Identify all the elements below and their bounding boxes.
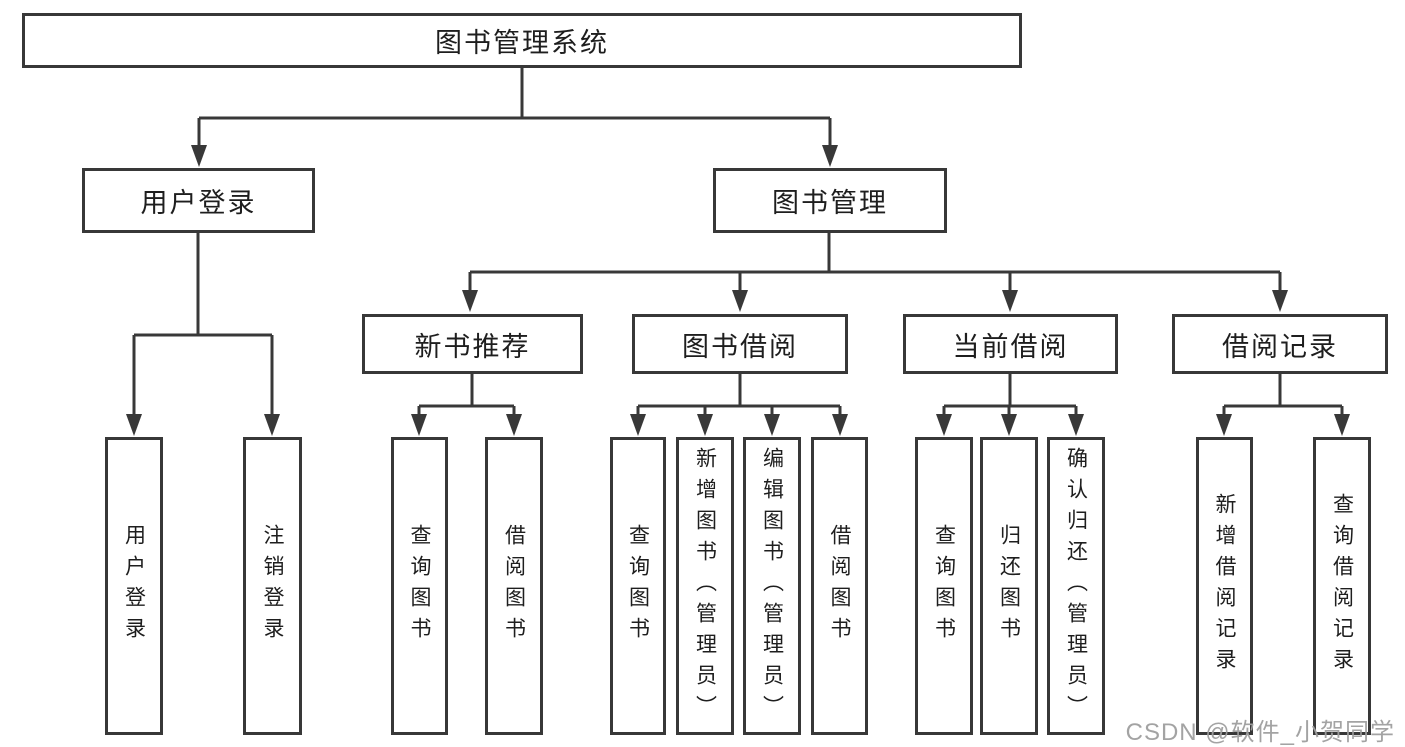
arrowhead-icons (126, 145, 1350, 436)
node-label: 新书推荐 (414, 331, 531, 362)
leaf-add-borrow-record: 新增借阅记录 (1196, 437, 1253, 735)
node-label: 注销登录 (261, 524, 284, 648)
node-label: 借阅记录 (1222, 331, 1338, 362)
node-label: 查询借阅记录 (1330, 493, 1354, 679)
node-label: 查询图书 (408, 524, 431, 648)
leaf-borrow-books-2: 借阅图书 (811, 437, 868, 735)
csdn-watermark: CSDN @软件_小贺同学 (1125, 719, 1395, 746)
node-borrow-records: 借阅记录 (1172, 314, 1388, 374)
leaf-query-borrow-record: 查询借阅记录 (1313, 437, 1371, 735)
node-label: 确认归还（管理员） (1064, 446, 1088, 726)
node-label: 新增图书（管理员） (693, 446, 717, 726)
leaf-query-books-3: 查询图书 (915, 437, 973, 735)
leaf-return-books: 归还图书 (980, 437, 1038, 735)
node-label: 图书管理 (772, 188, 888, 218)
node-label: 图书借阅 (682, 331, 798, 362)
node-current-borrow: 当前借阅 (903, 314, 1118, 374)
leaf-query-books-2: 查询图书 (610, 437, 666, 735)
node-label: 借阅图书 (828, 524, 851, 648)
node-label: 用户登录 (122, 524, 146, 648)
node-new-book-recommend: 新书推荐 (362, 314, 583, 374)
node-label: 图书管理系统 (435, 28, 609, 58)
node-label: 编辑图书（管理员） (760, 446, 784, 726)
node-book-management: 图书管理 (713, 168, 947, 233)
leaf-add-books-admin: 新增图书（管理员） (676, 437, 734, 735)
node-label: 当前借阅 (952, 331, 1069, 362)
node-library-system: 图书管理系统 (22, 13, 1022, 68)
leaf-logout: 注销登录 (243, 437, 302, 735)
leaf-query-books-1: 查询图书 (391, 437, 448, 735)
leaf-user-login: 用户登录 (105, 437, 163, 735)
leaf-confirm-return-admin: 确认归还（管理员） (1047, 437, 1105, 735)
node-label: 归还图书 (997, 524, 1021, 648)
node-label: 借阅图书 (502, 524, 526, 648)
connector-paths (132, 68, 1344, 420)
node-book-borrow: 图书借阅 (632, 314, 848, 374)
node-user-login: 用户登录 (82, 168, 315, 233)
node-label: 查询图书 (932, 524, 956, 648)
node-label: 查询图书 (626, 524, 650, 648)
leaf-borrow-books-1: 借阅图书 (485, 437, 543, 735)
node-label: 新增借阅记录 (1213, 493, 1236, 679)
node-label: 用户登录 (140, 188, 257, 218)
leaf-edit-books-admin: 编辑图书（管理员） (743, 437, 801, 735)
